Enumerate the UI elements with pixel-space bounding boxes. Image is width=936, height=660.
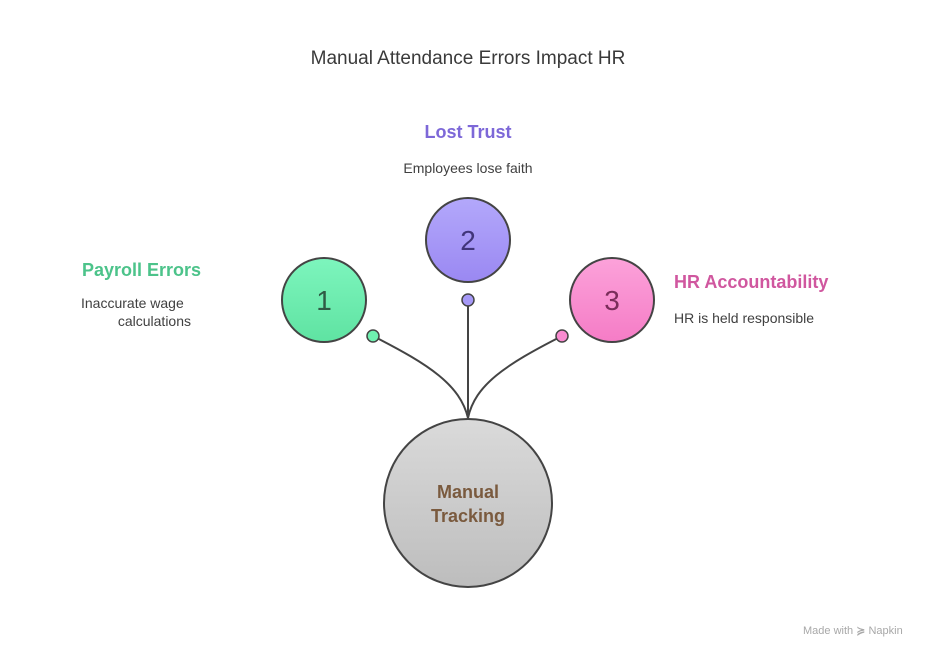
branch-title-1: Payroll Errors — [82, 260, 202, 280]
branch-number-2: 2 — [460, 225, 476, 256]
branch-desc-1: Inaccurate wage calculations — [81, 294, 191, 330]
branch-title-3: HR Accountability — [674, 272, 829, 292]
branch-node-2[interactable] — [425, 197, 511, 283]
napkin-watermark[interactable]: Made with ≽ Napkin — [803, 624, 903, 637]
branch-desc-1-line1: Inaccurate wage — [81, 295, 184, 311]
branch-node-3[interactable] — [569, 257, 655, 343]
diagram-title: Manual Attendance Errors Impact HR — [310, 48, 626, 69]
center-node[interactable] — [383, 418, 553, 588]
branch-desc-3: HR is held responsible — [674, 310, 815, 326]
branch-title-2: Lost Trust — [424, 122, 512, 142]
branch-desc-1-line2: calculations — [117, 313, 191, 329]
connector-dot-3 — [555, 329, 569, 343]
connector-3 — [467, 335, 563, 419]
watermark-prefix: Made with — [803, 625, 854, 637]
connector-dot-1 — [366, 329, 380, 343]
branch-number-3: 3 — [604, 285, 620, 316]
napkin-logo-icon: ≽ — [856, 625, 866, 637]
center-label-line2: Tracking — [430, 506, 506, 526]
watermark-brand: Napkin — [868, 625, 903, 637]
center-label-line1: Manual — [436, 482, 499, 502]
center-node-label: Manual Tracking — [384, 480, 552, 528]
connector-1 — [372, 335, 469, 419]
branch-node-1[interactable] — [281, 257, 367, 343]
branch-desc-2: Employees lose faith — [403, 160, 533, 176]
connector-dot-2 — [461, 293, 475, 307]
branch-number-1: 1 — [316, 285, 332, 316]
